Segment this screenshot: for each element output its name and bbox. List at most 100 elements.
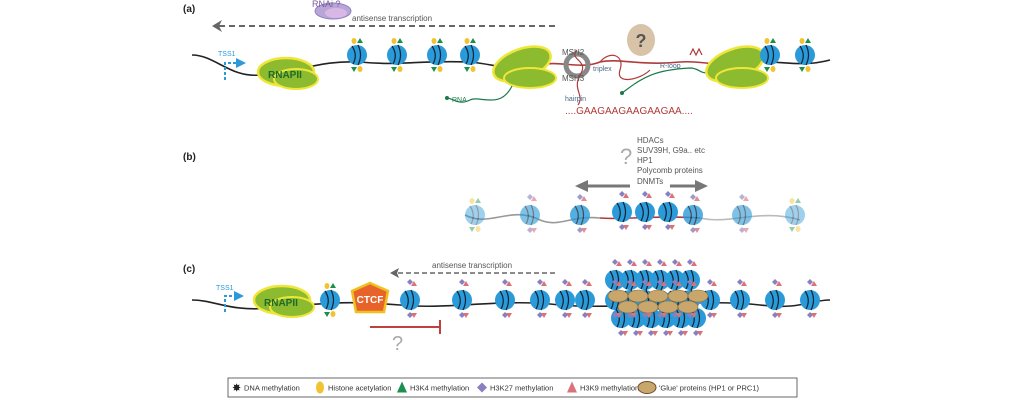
tss-label-c: TSS1 bbox=[216, 285, 234, 292]
histone-core bbox=[465, 205, 485, 225]
legend-item: 'Glue' proteins (HP1 or PRC1) bbox=[637, 381, 759, 394]
dna-wrap bbox=[669, 269, 680, 291]
histone-core bbox=[575, 290, 595, 310]
nucleosome bbox=[683, 194, 703, 233]
panel-a-label: (a) bbox=[183, 4, 195, 15]
h3k9-icon bbox=[566, 281, 572, 286]
glue-protein-icon bbox=[667, 289, 689, 303]
rnapii-elongating bbox=[492, 45, 557, 89]
acetylation-icon bbox=[391, 38, 397, 44]
nucleosome bbox=[575, 279, 595, 318]
h3k9-icon bbox=[694, 228, 700, 233]
question-c: ? bbox=[392, 333, 403, 355]
ctcf-insulator: CTCF bbox=[350, 281, 390, 314]
h3k9-icon bbox=[697, 331, 703, 336]
h3k9-icon bbox=[541, 313, 547, 318]
nucleosome bbox=[612, 191, 632, 230]
h3k27-icon bbox=[739, 227, 745, 233]
dna-wrap bbox=[764, 44, 775, 66]
h3k9-icon bbox=[646, 281, 652, 286]
h3k9-icon bbox=[581, 196, 587, 201]
h3k4-icon bbox=[764, 67, 770, 72]
h3k9-icon bbox=[694, 196, 700, 201]
h3k27-icon bbox=[577, 194, 583, 200]
h3k27-icon bbox=[739, 194, 745, 200]
factor-item: SUV39H, G9a.. etc bbox=[637, 146, 705, 155]
histone-core bbox=[460, 45, 480, 65]
histone-core bbox=[785, 205, 805, 225]
acetylation-icon bbox=[357, 66, 363, 72]
dna-wrap bbox=[574, 204, 585, 226]
legend-box bbox=[227, 377, 798, 398]
legend-item: H3K9 methylation bbox=[567, 381, 639, 393]
h3k9-icon bbox=[411, 313, 417, 318]
h3k4-icon bbox=[805, 38, 811, 43]
h3k9-icon bbox=[463, 281, 469, 286]
msh2-label: MSH2 bbox=[562, 48, 585, 57]
dna-wrap bbox=[684, 269, 695, 291]
nucleosome bbox=[520, 194, 540, 233]
h3k9-icon bbox=[622, 331, 628, 336]
dna-wrap bbox=[769, 289, 780, 311]
dna-wrap bbox=[789, 204, 800, 226]
h3k27-icon bbox=[707, 312, 713, 318]
glue-protein-icon bbox=[607, 289, 629, 303]
h3k9-icon bbox=[646, 313, 652, 318]
msh3-label: MSH3 bbox=[562, 74, 585, 83]
h3k4-icon bbox=[330, 283, 336, 288]
h3k27-icon bbox=[502, 279, 508, 285]
legend-label: 'Glue' proteins (HP1 or PRC1) bbox=[659, 384, 759, 393]
glue-protein-icon bbox=[637, 300, 659, 314]
nucleosome bbox=[387, 38, 407, 72]
histone-core bbox=[612, 202, 632, 222]
nucleosome bbox=[635, 191, 655, 230]
h3k9-icon bbox=[743, 228, 749, 233]
h3k27-icon bbox=[687, 279, 693, 285]
h3k4-icon bbox=[799, 67, 805, 72]
h3k4-icon bbox=[391, 67, 397, 72]
oval-icon bbox=[316, 381, 324, 394]
dna-wrap bbox=[609, 269, 620, 291]
h3k9-icon bbox=[531, 228, 537, 233]
h3k9-icon bbox=[741, 281, 747, 286]
histone-core bbox=[452, 290, 472, 310]
rnapii-a: RNAPII bbox=[256, 56, 319, 90]
nucleosome bbox=[570, 194, 590, 233]
dna-wrap bbox=[639, 201, 650, 223]
histone-core bbox=[387, 45, 407, 65]
h3k9-icon bbox=[667, 331, 673, 336]
nucleosome bbox=[732, 194, 752, 233]
nucleosome bbox=[465, 198, 485, 232]
legend-item: H3K27 methylation bbox=[477, 382, 553, 393]
h3k27-icon bbox=[642, 259, 648, 265]
rloop-rna-end bbox=[620, 91, 624, 95]
h3k27-icon bbox=[619, 191, 625, 197]
histone-core bbox=[683, 205, 703, 225]
h3k27-icon bbox=[502, 312, 508, 318]
acetylation-icon bbox=[330, 311, 336, 317]
histone-core bbox=[495, 290, 515, 310]
h3k9-icon bbox=[811, 313, 817, 318]
h3k9-icon bbox=[581, 228, 587, 233]
h3k27-icon bbox=[562, 279, 568, 285]
nucleosome bbox=[765, 279, 785, 318]
acetylation-icon bbox=[764, 38, 770, 44]
dna-wrap bbox=[736, 204, 747, 226]
acetylation-icon bbox=[324, 283, 330, 289]
h3k27-icon bbox=[665, 224, 671, 230]
factor-item: HP1 bbox=[637, 156, 653, 165]
h3k9-icon bbox=[776, 281, 782, 286]
h3k27-icon bbox=[577, 227, 583, 233]
dna-wrap bbox=[579, 289, 590, 311]
nucleosome bbox=[495, 279, 515, 318]
rloop-label: R-loop bbox=[660, 63, 681, 70]
h3k27-icon bbox=[612, 259, 618, 265]
nucleosome bbox=[555, 279, 575, 318]
h3k9-icon bbox=[616, 261, 622, 266]
h3k27-icon bbox=[737, 279, 743, 285]
dna-wrap bbox=[559, 289, 570, 311]
rloop-rna bbox=[621, 67, 711, 94]
dna-wrap bbox=[464, 44, 475, 66]
panel-b-label: (b) bbox=[183, 152, 196, 163]
acetylation-icon bbox=[805, 66, 811, 72]
